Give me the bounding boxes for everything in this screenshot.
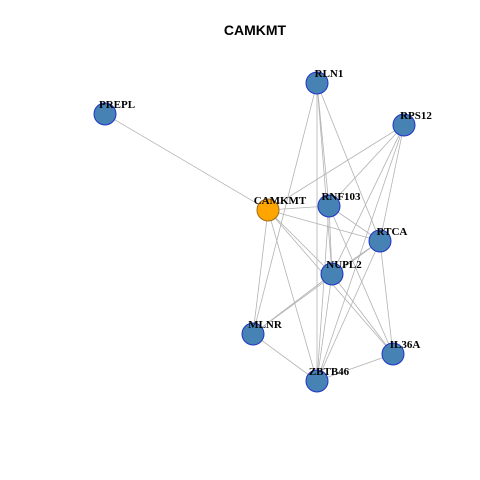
node-circle-rln1 [305, 71, 329, 95]
node-label-rnf103: RNF103 [321, 191, 361, 203]
node-circle-zbtb46 [305, 369, 329, 393]
edge-rtca-mlnr [252, 240, 381, 335]
edge-camkmt-mlnr [252, 209, 269, 335]
edge-camkmt-rtca [267, 209, 381, 242]
node-circle-nupl2 [320, 262, 344, 286]
node-label-il36a: IL36A [390, 339, 421, 351]
edge-rtca-il36a [379, 240, 394, 355]
edge-rnf103-zbtb46 [316, 205, 330, 382]
node-mlnr: MLNR [241, 319, 283, 346]
node-rnf103: RNF103 [317, 191, 361, 218]
edge-nupl2-zbtb46 [316, 273, 333, 382]
edge-il36a-zbtb46 [316, 353, 394, 382]
node-il36a: IL36A [381, 339, 421, 366]
node-circle-prepl [93, 102, 117, 126]
node-label-rps12: RPS12 [400, 110, 432, 122]
node-circle-il36a [381, 342, 405, 366]
node-label-camkmt: CAMKMT [254, 195, 307, 207]
edge-mlnr-zbtb46 [252, 333, 318, 382]
edge-rln1-mlnr [252, 82, 318, 335]
edge-rln1-nupl2 [316, 82, 333, 275]
edge-rps12-zbtb46 [316, 124, 405, 382]
edge-camkmt-rps12 [267, 124, 405, 211]
node-label-prepl: PREPL [99, 99, 135, 111]
edge-rtca-zbtb46 [316, 240, 381, 382]
node-label-rtca: RTCA [377, 226, 408, 238]
edge-layer [104, 82, 405, 382]
node-label-mlnr: MLNR [248, 319, 283, 331]
node-zbtb46: ZBTB46 [305, 366, 350, 393]
edge-rps12-rtca [379, 124, 405, 242]
node-label-nupl2: NUPL2 [326, 259, 362, 271]
node-camkmt: CAMKMT [254, 195, 307, 222]
node-rps12: RPS12 [392, 110, 432, 137]
edge-camkmt-zbtb46 [267, 209, 318, 382]
diagram-title: CAMKMT [224, 22, 287, 38]
edge-prepl-camkmt [104, 113, 269, 211]
node-label-zbtb46: ZBTB46 [309, 366, 350, 378]
node-prepl: PREPL [93, 99, 135, 126]
edge-rln1-rtca [316, 82, 381, 242]
node-circle-mlnr [241, 322, 265, 346]
edge-rnf103-il36a [328, 205, 394, 355]
node-circle-camkmt [256, 198, 280, 222]
edge-rps12-nupl2 [331, 124, 405, 275]
edge-nupl2-mlnr [252, 273, 333, 335]
edge-camkmt-nupl2 [267, 209, 333, 275]
node-circle-rps12 [392, 113, 416, 137]
edge-rps12-rnf103 [328, 124, 405, 207]
node-rln1: RLN1 [305, 68, 344, 95]
edge-nupl2-il36a [331, 273, 394, 355]
node-circle-rnf103 [317, 194, 341, 218]
node-nupl2: NUPL2 [320, 259, 362, 286]
node-label-rln1: RLN1 [315, 68, 344, 80]
node-rtca: RTCA [368, 226, 408, 253]
node-circle-rtca [368, 229, 392, 253]
